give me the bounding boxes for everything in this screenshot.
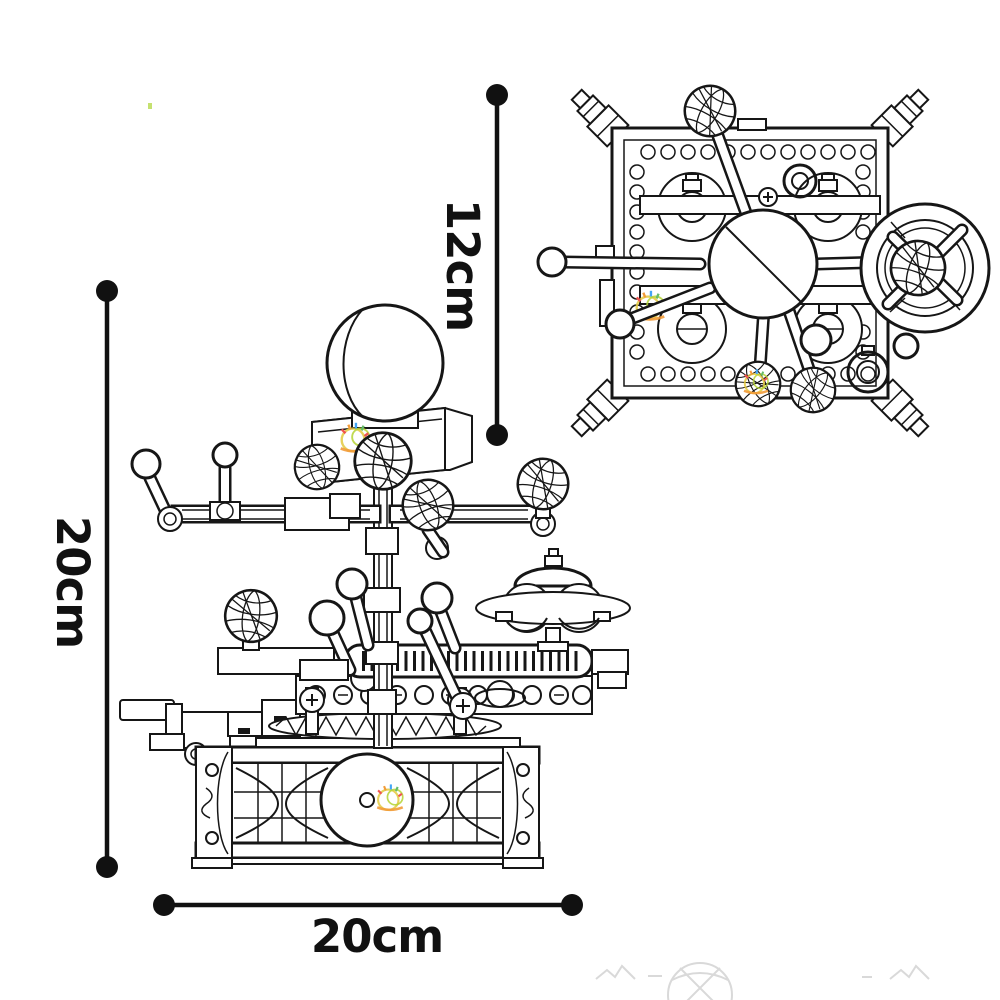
footer-watermarks [148,103,930,1000]
base-pillar-left-icon [195,746,233,859]
saturn-ring-planet-icon [475,548,631,652]
planet-ball-icon [604,308,636,340]
color-speck-icon [148,103,152,109]
orrery-model-front-view-icon [119,303,631,869]
center-column-icon [363,467,401,749]
dimension-label-20cm-height: 20cm [46,516,99,648]
music-box-base-icon [191,745,544,869]
globe-icon [667,962,733,1000]
arch-panel-left-icon [234,763,330,843]
planet-ball-icon [211,441,239,469]
saturn-top-view-icon [859,202,991,360]
base-pillar-right-icon [502,746,540,859]
dimension-line-front-view-width: 20cm [153,894,583,963]
arch-panel-right-icon [405,763,501,843]
dimension-line-front-view-height: 20cm [46,280,118,878]
orrery-model-top-view-icon [536,75,991,443]
tyre-wheel-icon [846,345,890,394]
mountains-icon [889,964,930,980]
planet-grid-ball-icon [220,585,282,647]
pedestal-planet-icon [217,585,349,681]
dimension-line-top-view-height: 12cm [436,84,508,446]
planet-ball-icon [130,448,162,480]
planet-grid-ball-icon [394,471,462,539]
dimension-label-20cm-width: 20cm [311,910,443,963]
mini-saturn-icon [474,680,526,708]
dimension-label-12cm: 12cm [436,199,489,331]
mountains-icon [595,964,636,980]
planet-ball-icon [536,246,568,278]
dimension-annotations: 12cm 20cm 20cm [46,84,583,963]
planet-ball-icon [799,323,833,357]
planet-arm-left-icon [130,441,382,532]
